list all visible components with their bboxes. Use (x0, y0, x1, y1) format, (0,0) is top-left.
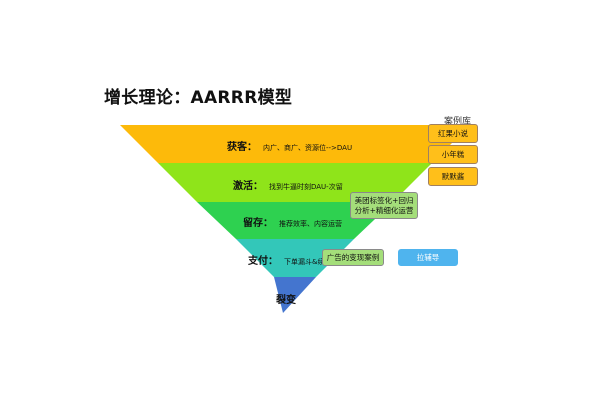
revenue-desc: 下单漏斗&续费 (284, 258, 332, 266)
retention-desc: 推荐效率、内容运营 (279, 220, 342, 228)
activation-desc: 找到牛逼时刻DAU-次留 (269, 183, 343, 191)
revenue-label: 支付： 下单漏斗&续费 (248, 252, 331, 267)
case-tag-hongguo[interactable]: 红果小说 (428, 124, 478, 143)
case-tag-hongguo-label: 红果小说 (438, 128, 468, 138)
retention-name: 留存： (243, 218, 273, 229)
funnel-layer-acquisition (120, 125, 470, 163)
case-tag-momojiang[interactable]: 默默酱 (428, 167, 478, 186)
referral-label: 裂变 (276, 291, 302, 306)
referral-name: 裂变 (276, 295, 296, 306)
activation-case-line-1: 美团标签化+回归 (354, 195, 414, 205)
retention-label: 留存： 推荐效率、内容运营 (243, 214, 342, 229)
case-tag-xiaoniangao-label: 小年糕 (441, 149, 465, 159)
tutoring-label: 拉辅导 (416, 252, 440, 262)
acquisition-label: 获客： 内广、商广、资源位-->DAU (227, 138, 352, 153)
acquisition-desc: 内广、商广、资源位-->DAU (263, 144, 353, 152)
case-library-label: 案例库 (444, 117, 472, 127)
activation-label: 激活： 找到牛逼时刻DAU-次留 (233, 177, 343, 192)
payment-case-label: 广告的变现案例 (326, 252, 380, 262)
funnel-layer-revenue (236, 239, 354, 277)
activation-case-line-2: 分析+精细化运营 (354, 205, 414, 215)
activation-case-tag[interactable]: 美团标签化+回归 分析+精细化运营 (350, 192, 418, 219)
funnel-layer-referral (274, 277, 316, 313)
case-tag-xiaoniangao[interactable]: 小年糕 (428, 145, 478, 164)
funnel-layer-retention (197, 202, 393, 239)
case-tag-momojiang-label: 默默酱 (441, 171, 465, 181)
acquisition-name: 获客： (227, 142, 257, 153)
revenue-name: 支付： (248, 256, 278, 267)
page-title: 增长理论：AARRR模型 (104, 88, 293, 108)
payment-case-tag[interactable]: 广告的变现案例 (322, 249, 384, 266)
tutoring-tag[interactable]: 拉辅导 (398, 249, 458, 266)
activation-name: 激活： (233, 181, 263, 192)
